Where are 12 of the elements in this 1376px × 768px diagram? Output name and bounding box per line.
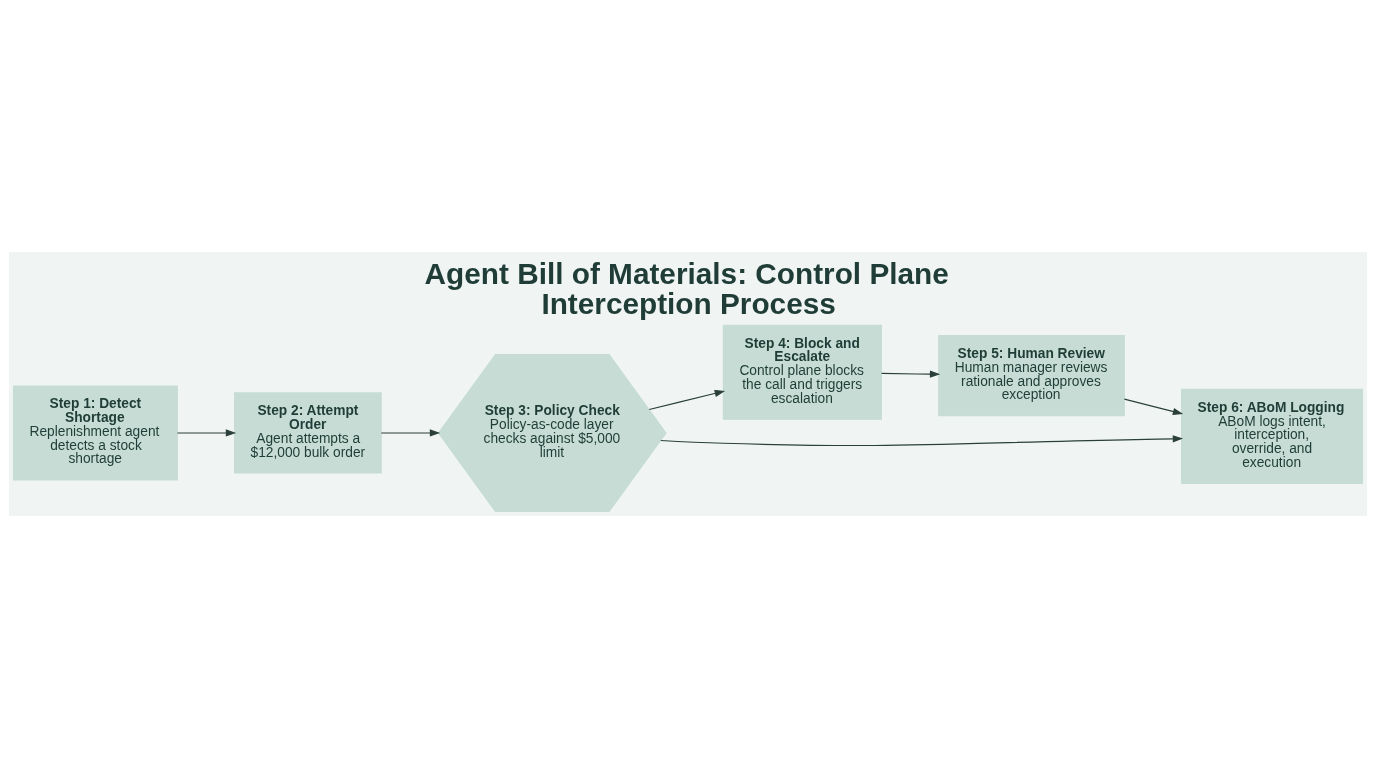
arrow	[176, 429, 237, 437]
arrow	[881, 370, 941, 378]
arrow	[380, 429, 441, 437]
node-box: Step 1: Detect Shortage Replenishment agent detects a stock shortage	[12, 385, 178, 481]
arrow	[660, 435, 1184, 447]
node-box: Step 2: Attempt Order Agent attempts a $12,000 bulk order	[234, 392, 382, 474]
node-box: Step 5: Human Review Human manager reviews rationale and approves exception	[938, 335, 1125, 417]
arrow	[1123, 398, 1184, 415]
arrow	[648, 389, 726, 411]
node-box: Step 6: ABoM Logging ABoM logs intent, interception, override, and execution	[1180, 388, 1364, 484]
diagram-title: Agent Bill of Materials: Control Plane Interception Process	[424, 256, 949, 320]
node-box: Step 4: Block and Escalate Control plane blocks the call and triggers escalation	[722, 324, 883, 420]
